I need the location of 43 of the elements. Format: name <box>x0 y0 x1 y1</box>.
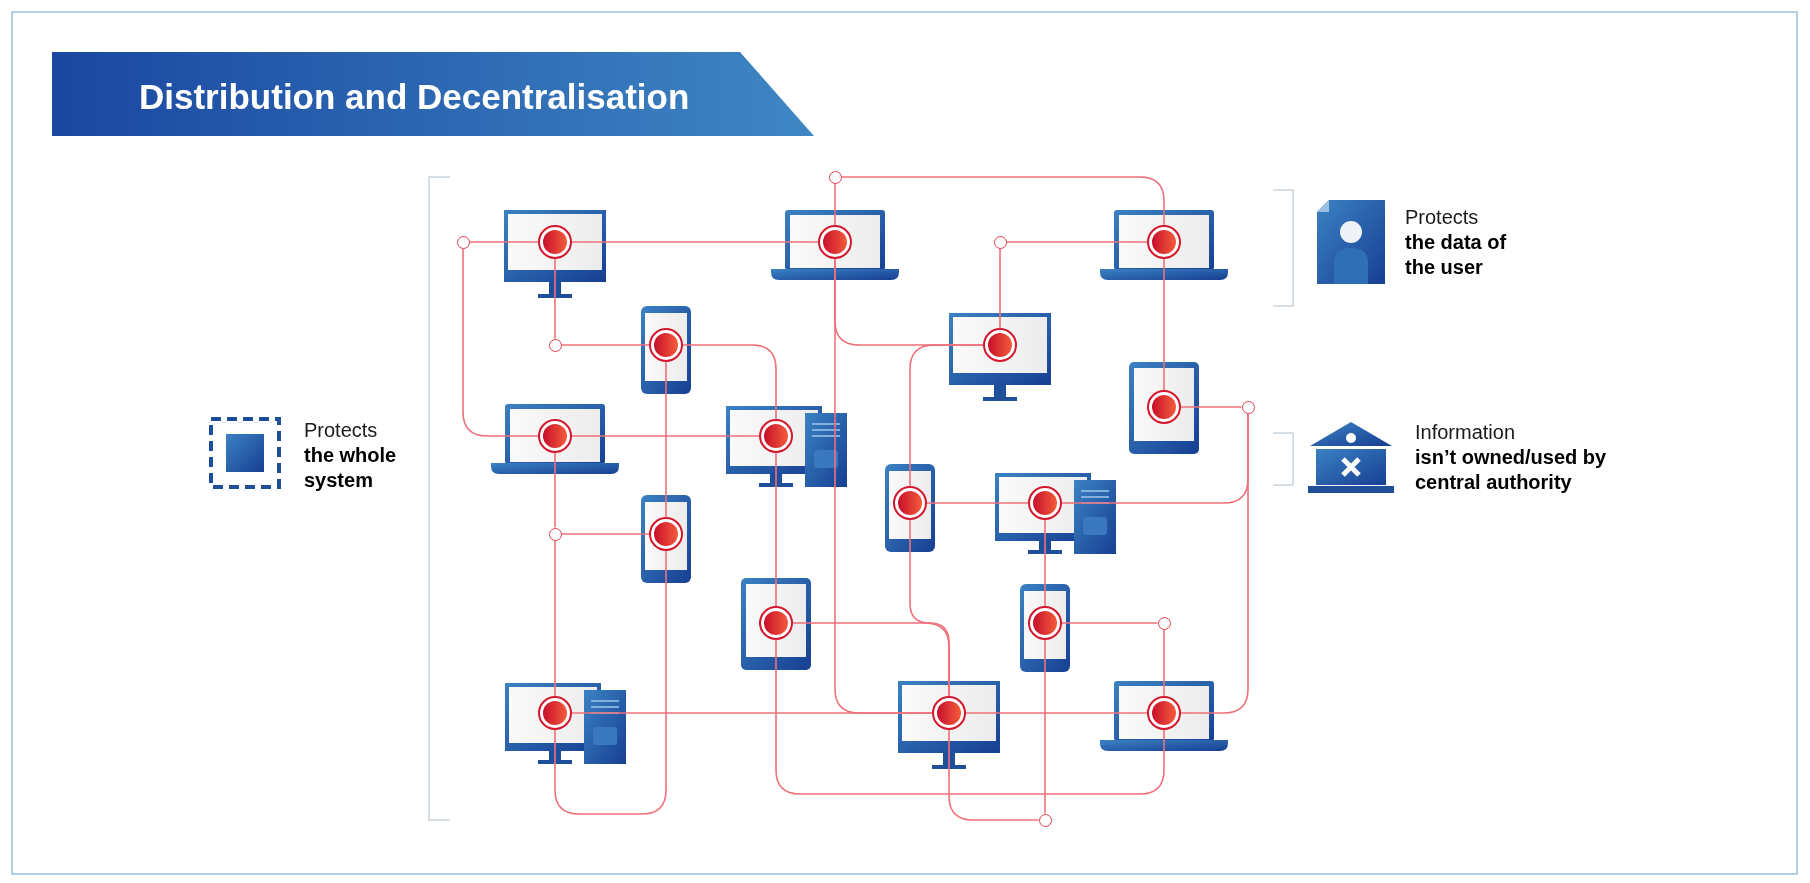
connection-line <box>1163 258 1165 391</box>
connection-line <box>665 361 667 518</box>
connection-line <box>1163 628 1165 697</box>
connection-line <box>792 622 950 697</box>
connection-line <box>965 712 1148 714</box>
connection-line <box>775 639 1165 795</box>
description-text: Protects the whole system <box>304 418 398 493</box>
connection-line <box>1005 241 1148 243</box>
connection-line <box>926 502 1029 504</box>
junction-circle <box>548 338 562 352</box>
connection-line <box>948 729 1040 821</box>
description-text: Information isn’t owned/used by central authority <box>1415 420 1608 495</box>
connection-line <box>1061 622 1159 624</box>
connection-line <box>554 550 667 815</box>
connection-line <box>571 241 819 243</box>
connection-line <box>554 539 556 697</box>
connection-line <box>468 241 539 243</box>
connection-line <box>1180 406 1243 408</box>
connection-line <box>1044 639 1046 815</box>
connection-line <box>840 176 1165 226</box>
connection-line <box>554 258 556 340</box>
connection-line <box>834 182 836 226</box>
connection-line <box>775 452 777 607</box>
connection-line <box>571 435 760 437</box>
description-text: Protects the data of the user <box>1405 205 1508 280</box>
junction-circle <box>828 170 842 184</box>
junction-circle <box>1241 400 1255 414</box>
connection-line <box>560 344 650 346</box>
junction-circle <box>456 235 470 249</box>
connection-line <box>1044 519 1046 607</box>
junction-circle <box>1038 813 1052 827</box>
connection-line <box>909 344 984 487</box>
title: Distribution and Decentralisation <box>139 76 690 118</box>
connection-line <box>1061 412 1249 504</box>
connection-line <box>682 344 777 420</box>
junction-circle <box>1157 616 1171 630</box>
connection-line <box>571 712 933 714</box>
connection-line <box>560 533 650 535</box>
connection-line <box>462 247 539 437</box>
junction-circle <box>548 527 562 541</box>
connection-line <box>554 452 556 529</box>
connection-line <box>999 247 1001 329</box>
junction-circle <box>993 235 1007 249</box>
